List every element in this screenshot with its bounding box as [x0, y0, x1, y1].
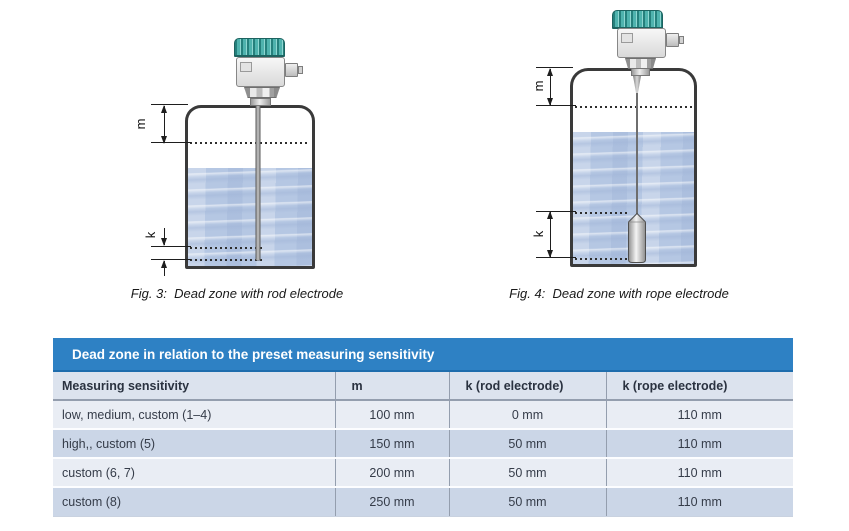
dim-label-m: m	[132, 118, 148, 130]
column-header-measuring-sensitivity: Measuring sensitivity	[53, 372, 336, 401]
dim-label-m: m	[530, 80, 546, 92]
dimension-arrow-k-lower	[161, 260, 167, 276]
dim-tick	[536, 67, 573, 68]
sensor-neck	[631, 68, 650, 76]
table-title-bar: Dead zone in relation to the preset meas…	[53, 338, 793, 372]
dimension-arrow-k-upper	[161, 228, 167, 246]
dim-tick	[151, 142, 191, 143]
rod-electrode	[256, 106, 260, 260]
cell-sensitivity: low, medium, custom (1–4)	[53, 399, 336, 429]
arrow-down-icon	[547, 98, 553, 106]
arrow-down-icon	[547, 250, 553, 258]
cell-m: 150 mm	[335, 428, 450, 458]
cell-m: 100 mm	[335, 399, 450, 429]
dim-label-k: k	[142, 231, 158, 239]
arrow-up-icon	[547, 211, 553, 219]
dim-tick	[151, 259, 191, 260]
dim-tick	[536, 257, 576, 258]
dim-tick	[536, 211, 576, 212]
cell-sensitivity: custom (8)	[53, 486, 336, 517]
cell-k-rod: 50 mm	[449, 486, 607, 517]
figure-rod-electrode: m k Fig. 3: Dead zone with rod electrode	[0, 0, 430, 320]
column-header-k-rod: k (rod electrode)	[449, 372, 607, 401]
dimension-arrow-m	[547, 68, 553, 106]
cell-k-rod: 50 mm	[449, 428, 607, 458]
sensor-label-plate	[621, 33, 633, 43]
rope-electrode	[636, 76, 638, 215]
dim-label-k: k	[530, 230, 546, 238]
cell-k-rod: 50 mm	[449, 457, 607, 487]
sensor-neck	[250, 98, 271, 106]
table-row: high,, custom (5) 150 mm 50 mm 110 mm	[53, 428, 793, 458]
cell-k-rope: 110 mm	[606, 428, 793, 458]
figure-caption: Fig. 3: Dead zone with rod electrode	[130, 286, 344, 301]
sensor-cable-gland-tip	[298, 66, 303, 74]
table-head: Measuring sensitivity m k (rod electrode…	[53, 372, 793, 401]
sensor-cable-gland	[285, 63, 298, 77]
sensor-cable-gland-tip	[679, 36, 684, 44]
cell-k-rope: 110 mm	[606, 457, 793, 487]
cell-sensitivity: custom (6, 7)	[53, 457, 336, 487]
sensor-label-plate	[240, 62, 252, 72]
rope-weight	[628, 213, 646, 263]
column-header-k-rope: k (rope electrode)	[606, 372, 793, 401]
sensor-cap	[234, 38, 285, 57]
arrow-up-icon	[547, 68, 553, 76]
table-header-row: Measuring sensitivity m k (rod electrode…	[53, 372, 793, 401]
dead-zone-values-table: Measuring sensitivity m k (rod electrode…	[53, 372, 793, 517]
arrow-up-icon	[161, 105, 167, 113]
dead-zone-line-k-lower	[575, 258, 631, 260]
dead-zone-line-k-upper	[575, 212, 628, 214]
cell-k-rope: 110 mm	[606, 486, 793, 517]
cell-m: 200 mm	[335, 457, 450, 487]
arrow-down-icon	[161, 238, 167, 246]
dead-zone-line-k-upper	[190, 247, 262, 249]
dead-zone-line-m	[575, 106, 692, 108]
table-row: custom (6, 7) 200 mm 50 mm 110 mm	[53, 457, 793, 487]
column-header-m: m	[335, 372, 450, 401]
cell-m: 250 mm	[335, 486, 450, 517]
table-row: low, medium, custom (1–4) 100 mm 0 mm 11…	[53, 399, 793, 429]
dim-tick	[536, 105, 576, 106]
cell-sensitivity: high,, custom (5)	[53, 428, 336, 458]
dead-zone-table: Dead zone in relation to the preset meas…	[53, 338, 793, 517]
table-row: custom (8) 250 mm 50 mm 110 mm	[53, 486, 793, 517]
dimension-arrow-k	[547, 211, 553, 258]
sensor-cap	[612, 10, 663, 29]
sensor-process-nut	[244, 87, 280, 98]
arrow-up-icon	[161, 260, 167, 268]
figure-rope-electrode: m k Fig. 4: Dead zone with rope electrod…	[420, 0, 849, 320]
dead-zone-line-k-lower	[190, 259, 262, 261]
table-body: low, medium, custom (1–4) 100 mm 0 mm 11…	[53, 399, 793, 517]
arrow-down-icon	[161, 136, 167, 144]
liquid-fill	[188, 168, 312, 266]
cell-k-rope: 110 mm	[606, 399, 793, 429]
sensor-cable-gland	[666, 33, 679, 47]
tank-graphic	[185, 105, 315, 269]
cell-k-rod: 0 mm	[449, 399, 607, 429]
dim-tick	[151, 104, 188, 105]
dimension-arrow-m	[161, 105, 167, 144]
dim-tick	[151, 246, 191, 247]
figure-caption: Fig. 4: Dead zone with rope electrode	[509, 286, 729, 301]
dead-zone-line-m	[190, 142, 310, 144]
rope-strain-relief	[633, 76, 641, 93]
